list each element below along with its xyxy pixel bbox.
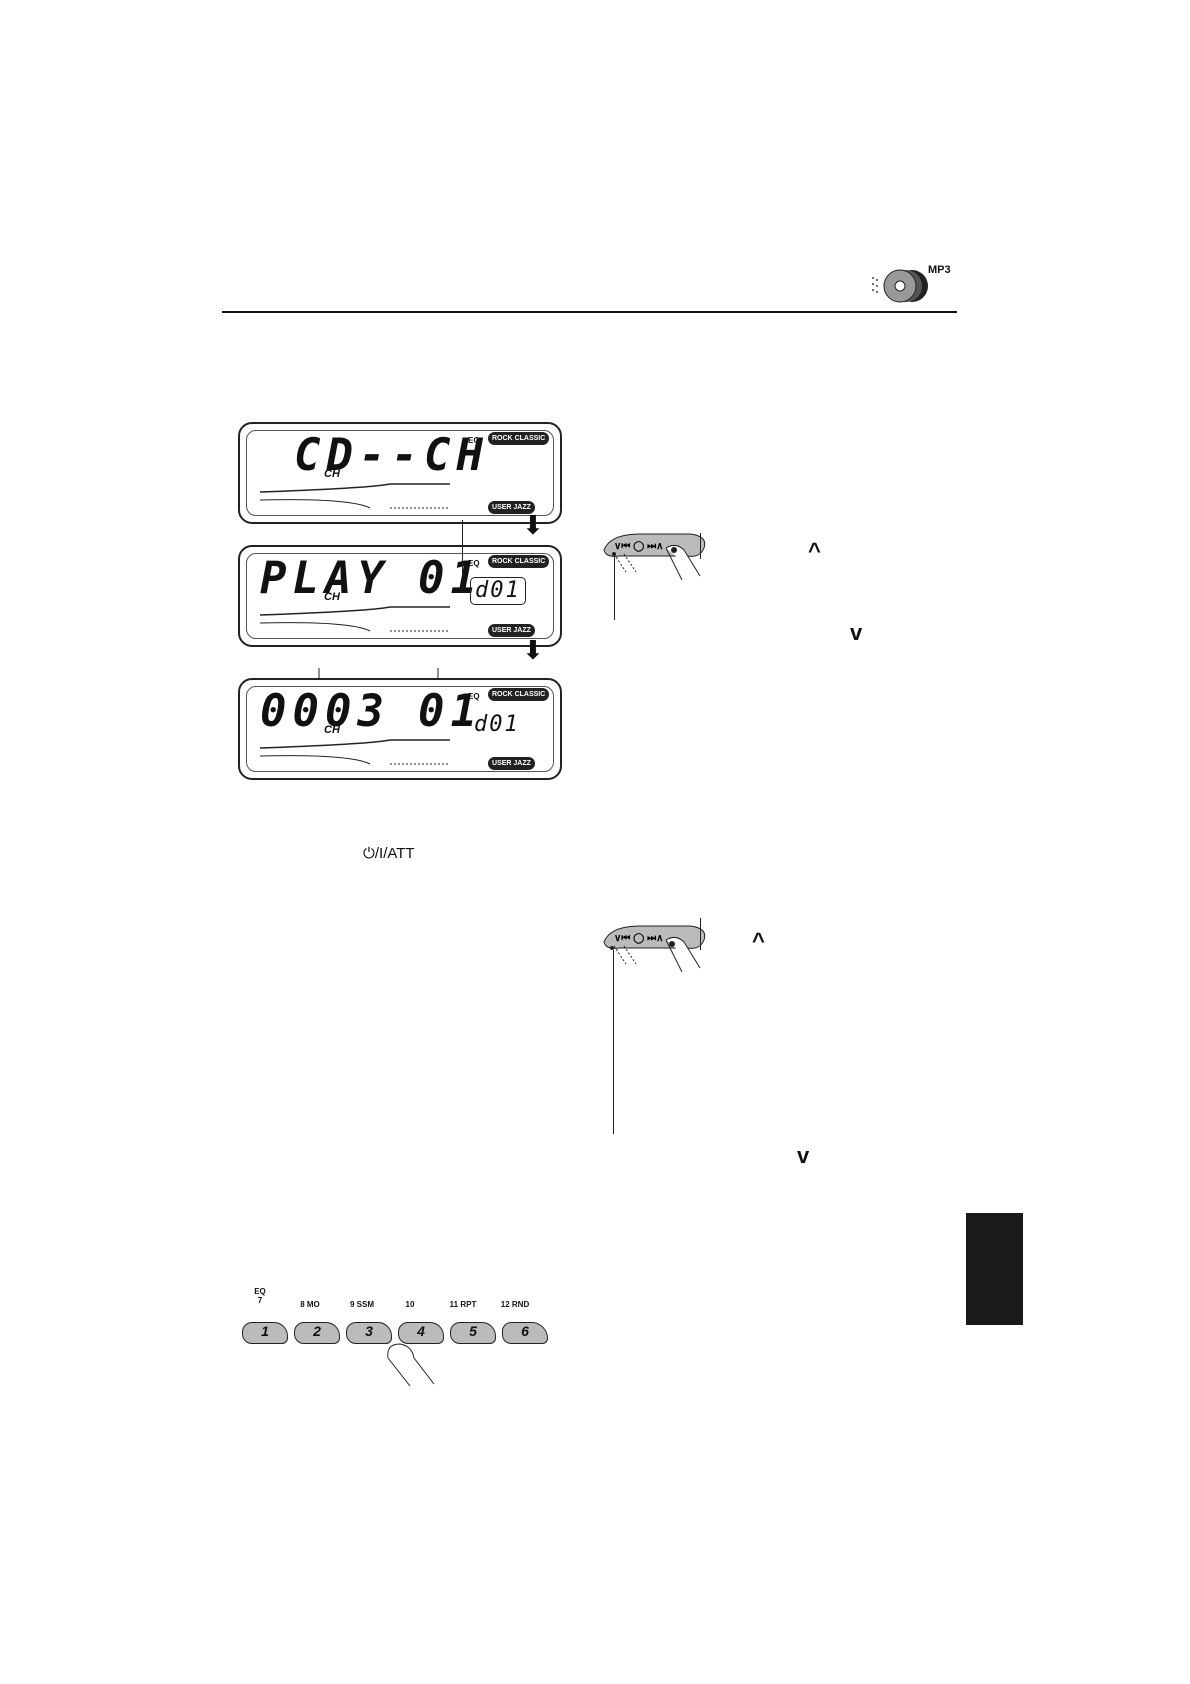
lcd-display-3: 0003 01 CH EQ ROCK CLASSIC d01 USER JAZZ bbox=[238, 678, 562, 780]
lcd-display-1: CD--CH CH EQ ROCK CLASSIC USER JAZZ bbox=[238, 422, 562, 524]
key-button-3[interactable]: 3 bbox=[346, 1322, 392, 1344]
callout-line bbox=[700, 918, 701, 950]
number-keys: EQ 7 8 MO 9 SSM 10 11 RPT 12 RND 1 2 3 4… bbox=[240, 1287, 560, 1388]
up-arrow-icon: ^ bbox=[808, 538, 821, 563]
section-tab bbox=[966, 1213, 1023, 1325]
key-button-6[interactable]: 6 bbox=[502, 1322, 548, 1344]
lcd-main-text: 0003 bbox=[260, 686, 390, 737]
lcd-main-text: CD--CH bbox=[294, 430, 489, 481]
control-strip-1[interactable]: ∨⏮ ◯ ⏭∧ bbox=[600, 528, 710, 600]
flow-arrow-2: ⬇ bbox=[522, 635, 544, 665]
down-arrow-icon: v bbox=[797, 1143, 810, 1168]
flow-arrow-1: ⬇ bbox=[522, 510, 544, 540]
eq-panel: EQ ROCK CLASSIC USER JAZZ bbox=[468, 430, 554, 516]
power-att-label: ⏻/I/ATT bbox=[363, 845, 415, 862]
lcd-decoration bbox=[259, 483, 450, 509]
lcd-decoration bbox=[259, 606, 450, 632]
key-label: 10 bbox=[405, 1300, 415, 1309]
disc-number: d01 bbox=[475, 578, 521, 603]
key-label: EQ 7 bbox=[254, 1287, 266, 1305]
mp3-badge: MP3 bbox=[928, 264, 951, 276]
svg-text:∨⏮ ◯ ⏭∧: ∨⏮ ◯ ⏭∧ bbox=[614, 933, 663, 944]
key-label: 8 MO bbox=[300, 1300, 320, 1309]
lcd-number: 01 bbox=[418, 686, 483, 737]
eq-panel: EQ ROCK CLASSIC d01 USER JAZZ bbox=[468, 553, 554, 639]
disc-number: d01 bbox=[474, 712, 520, 737]
key-label: 12 RND bbox=[500, 1300, 530, 1309]
lcd-number: 01 bbox=[418, 553, 483, 604]
finger-icon bbox=[387, 1343, 435, 1387]
key-button-1[interactable]: 1 bbox=[242, 1322, 288, 1344]
lcd-display-2: PLAY 01 CH EQ ROCK CLASSIC d01 USER JAZZ bbox=[238, 545, 562, 647]
svg-text:∨⏮ ◯ ⏭∧: ∨⏮ ◯ ⏭∧ bbox=[614, 541, 663, 552]
callout-line bbox=[462, 520, 463, 576]
callout-line bbox=[700, 533, 701, 559]
channel-label: CH bbox=[324, 468, 340, 480]
channel-label: CH bbox=[324, 724, 340, 736]
disc-icon bbox=[868, 264, 938, 306]
key-label: 9 SSM bbox=[349, 1300, 374, 1309]
control-strip-2[interactable]: ∨⏮ ◯ ⏭∧ bbox=[600, 920, 710, 992]
key-button-5[interactable]: 5 bbox=[450, 1322, 496, 1344]
callout-line bbox=[614, 553, 615, 620]
channel-label: CH bbox=[324, 591, 340, 603]
eq-panel: EQ ROCK CLASSIC d01 USER JAZZ bbox=[468, 686, 554, 772]
key-button-4[interactable]: 4 bbox=[398, 1322, 444, 1344]
key-button-2[interactable]: 2 bbox=[294, 1322, 340, 1344]
lcd-decoration bbox=[259, 739, 450, 765]
key-label: 11 RPT bbox=[449, 1300, 477, 1309]
down-arrow-icon: v bbox=[850, 620, 863, 645]
lcd-main-text: PLAY bbox=[260, 553, 390, 604]
up-arrow-icon: ^ bbox=[752, 928, 765, 953]
header-rule bbox=[222, 311, 957, 313]
callout-line bbox=[613, 950, 614, 1134]
